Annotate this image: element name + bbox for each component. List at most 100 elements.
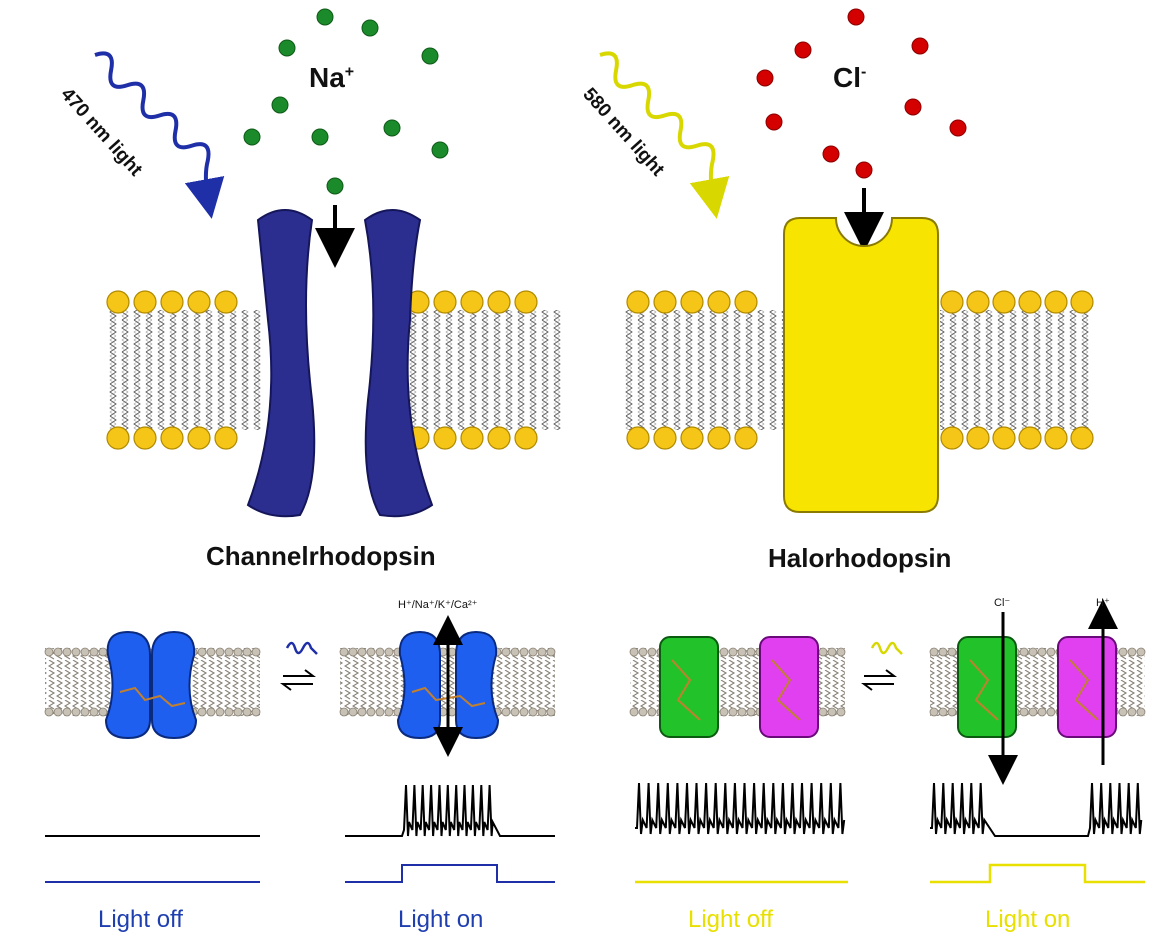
small-lipid-head <box>71 707 81 717</box>
small-lipid-head <box>510 647 520 657</box>
small-lipid-head <box>197 647 207 657</box>
hr-membrane <box>625 290 1094 450</box>
small-lipid-head <box>1046 707 1056 717</box>
small-lipid-head <box>1136 647 1146 657</box>
na-ion-symbol: Na <box>309 62 345 93</box>
small-lipid-head <box>215 647 225 657</box>
small-lipid-head <box>519 707 529 717</box>
small-lipid-head <box>1019 647 1029 657</box>
chr-on-voltage-trace <box>345 784 555 837</box>
sodium-ions <box>243 8 449 195</box>
lipid-head <box>1018 290 1042 314</box>
conductance-label: H⁺/Na⁺/K⁺/Ca²⁺ <box>398 599 478 611</box>
br-retinal-off <box>771 659 801 721</box>
small-lipid-head <box>206 647 216 657</box>
br-retinal-on <box>1069 659 1099 721</box>
small-lipid-head <box>938 707 948 717</box>
halorhodopsin-title: Halorhodopsin <box>768 543 952 573</box>
small-lipid-head <box>519 647 529 657</box>
small-lipid-head <box>89 707 99 717</box>
small-lipid-head <box>818 647 828 657</box>
lipid-head <box>1070 290 1094 314</box>
small-lipid-head <box>1127 707 1137 717</box>
lipid-head <box>433 426 457 450</box>
hr-retinal-on <box>969 659 999 721</box>
small-lipid-head <box>546 647 556 657</box>
na-ion-charge: + <box>344 63 355 81</box>
lipid-head <box>992 290 1016 314</box>
hr-light-flash-icon <box>870 641 903 655</box>
small-lipid-head <box>242 647 252 657</box>
small-lipid-head <box>1037 707 1047 717</box>
hr-green-protein-off <box>659 636 719 738</box>
lipid-head <box>966 290 990 314</box>
small-lipid-head <box>348 647 358 657</box>
small-lipid-head <box>1118 647 1128 657</box>
lipid-head <box>487 290 511 314</box>
small-lipid-head <box>510 707 520 717</box>
small-lipid-head <box>827 647 837 657</box>
small-lipid-head <box>242 707 252 717</box>
channelrhodopsin-title: Channelrhodopsin <box>206 541 436 571</box>
lipid-head <box>160 290 184 314</box>
small-lipid-head <box>375 647 385 657</box>
lipid-head <box>433 290 457 314</box>
channelrhodopsin-protein <box>246 209 434 518</box>
small-lipid-head <box>366 647 376 657</box>
small-lipid-head <box>1028 647 1038 657</box>
small-lipid-head <box>537 707 547 717</box>
chr-open-dimer <box>396 630 500 740</box>
small-lipid-head <box>737 707 747 717</box>
small-lipid-head <box>728 707 738 717</box>
lipid-head <box>653 290 677 314</box>
small-lipid-head <box>224 647 234 657</box>
hr-off-voltage-trace <box>635 782 846 835</box>
light-470-wave-icon <box>94 51 225 219</box>
small-lipid-head <box>929 707 939 717</box>
hr-equilibrium-icon <box>861 669 897 691</box>
chr-membrane <box>105 290 565 450</box>
small-lipid-head <box>215 707 225 717</box>
lipid-head <box>106 290 130 314</box>
na-ion-label: Na+ <box>309 62 354 94</box>
small-lipid-head <box>44 707 54 717</box>
h-pump-label: H⁺ <box>1096 597 1110 609</box>
lipid-head <box>626 426 650 450</box>
small-lipid-head <box>53 647 63 657</box>
lipid-head <box>514 290 538 314</box>
small-lipid-head <box>827 707 837 717</box>
chr-light-on-caption: Light on <box>398 906 484 933</box>
light-580-wave-icon <box>599 51 730 219</box>
hr-retinal-off <box>671 659 701 721</box>
small-lipid-head <box>638 647 648 657</box>
small-lipid-head <box>80 707 90 717</box>
lipid-head <box>940 426 964 450</box>
small-lipid-head <box>647 707 657 717</box>
lipid-head <box>680 426 704 450</box>
small-lipid-head <box>629 707 639 717</box>
lipid-head <box>106 426 130 450</box>
small-lipid-head <box>1118 707 1128 717</box>
lipid-head <box>514 426 538 450</box>
chr-on-light-trace <box>345 864 555 883</box>
small-lipid-head <box>62 707 72 717</box>
small-lipid-head <box>80 647 90 657</box>
small-lipid-head <box>71 647 81 657</box>
small-lipid-head <box>357 707 367 717</box>
small-lipid-head <box>647 647 657 657</box>
small-lipid-head <box>501 647 511 657</box>
lipid-head <box>734 290 758 314</box>
lipid-head <box>1044 426 1068 450</box>
chr-light-off-caption: Light off <box>98 906 183 933</box>
lipid-head <box>707 290 731 314</box>
small-lipid-head <box>737 647 747 657</box>
small-lipid-head <box>836 707 846 717</box>
small-lipid-head <box>719 647 729 657</box>
lipid-head <box>460 426 484 450</box>
small-lipid-head <box>746 707 756 717</box>
small-lipid-head <box>501 707 511 717</box>
lipid-head <box>460 290 484 314</box>
small-lipid-head <box>233 707 243 717</box>
lipid-head <box>940 290 964 314</box>
